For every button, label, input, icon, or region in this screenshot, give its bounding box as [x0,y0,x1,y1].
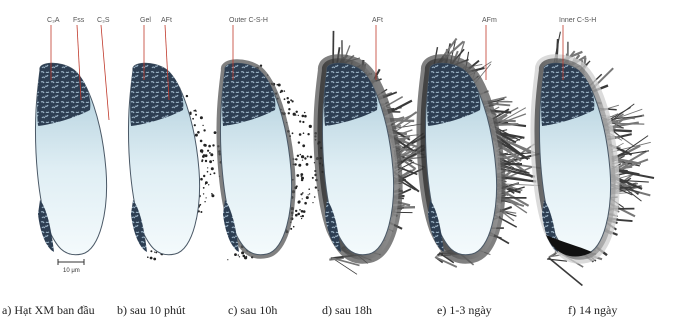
phase-label: Fss [73,17,85,24]
panel-c: Outer C-S-H c) sau 10h [221,17,328,317]
panel-d: AFt d) sau 18h [322,17,428,317]
phase-label: C₃A [47,17,60,24]
panel-caption: c) sau 10h [228,303,277,317]
panel-caption: b) sau 10 phút [117,303,186,317]
panel-caption: a) Hạt XM ban đầu [2,303,95,317]
panel-e: AFm e) 1-3 ngày [426,17,543,317]
scale-bar: 10 μm [58,259,84,274]
panel-caption: f) 14 ngày [568,303,617,317]
phase-label: AFt [372,17,383,24]
panel-a: C₃A Fss C₃S a) Hạt XM ban đầu [2,17,110,317]
scale-bar-label: 10 μm [63,268,80,274]
phase-label: AFt [161,17,172,24]
panel-caption: d) sau 18h [322,303,372,317]
phase-label: Gel [140,17,151,24]
phase-label: Inner C-S-H [559,17,596,24]
panel-b: Gel AFt b) sau 10 phút [117,17,223,317]
phase-label: Outer C-S-H [229,17,268,24]
phase-label: AFm [482,17,497,24]
leader-line [101,25,109,120]
panel-caption: e) 1-3 ngày [437,303,492,317]
panel-f: Inner C-S-H f) 14 ngày [540,17,655,317]
phase-label: C₃S [97,17,110,24]
